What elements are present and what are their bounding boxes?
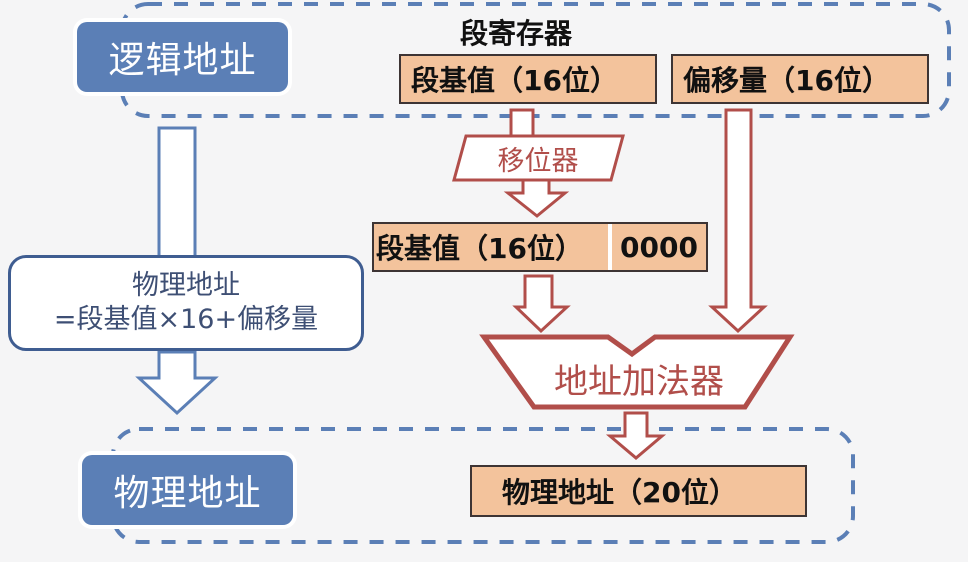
- offset-box: 偏移量（16位）: [671, 54, 929, 104]
- down-arrow-icon-left: [135, 350, 219, 416]
- segment-base-label: 段基值（16位）: [411, 64, 618, 97]
- segment-register-title: 段寄存器: [460, 17, 573, 50]
- down-arrow-icon-offset: [708, 108, 768, 334]
- segment-base-box: 段基值（16位）: [399, 54, 657, 104]
- shifted-base-box: 段基值（16位） 0000: [372, 222, 708, 272]
- shifted-base-suffix: 0000: [620, 230, 698, 264]
- logical-address-label: 逻辑地址: [108, 40, 257, 81]
- physical-address-box: 物理地址: [82, 455, 293, 525]
- down-arrow-icon-shifter: [503, 178, 570, 218]
- logical-address-box: 逻辑地址: [77, 22, 288, 92]
- left-arrow-shaft-top: [157, 126, 197, 262]
- arrow-base-to-shifter: [509, 108, 535, 140]
- formula-line-2: =段基值×16+偏移量: [53, 304, 319, 335]
- formula-box: 物理地址 =段基值×16+偏移量: [8, 255, 364, 351]
- shifter-label: 移位器: [497, 145, 579, 177]
- offset-label: 偏移量（16位）: [683, 64, 890, 97]
- shifted-base-label: 段基值（16位）: [374, 224, 612, 270]
- adder-label: 地址加法器: [554, 361, 724, 402]
- down-arrow-icon-adder: [605, 411, 667, 460]
- physical-address-result-box: 物理地址（20位）: [470, 465, 807, 517]
- logical-address-group-border: [120, 2, 951, 118]
- adder-shape: [479, 334, 795, 410]
- physical-address-result-label: 物理地址（20位）: [502, 476, 737, 509]
- shifter-shape: [452, 134, 625, 182]
- down-arrow-icon-shifted-base: [512, 274, 571, 334]
- physical-address-label: 物理地址: [113, 473, 262, 514]
- formula-line-1: 物理地址: [132, 270, 240, 301]
